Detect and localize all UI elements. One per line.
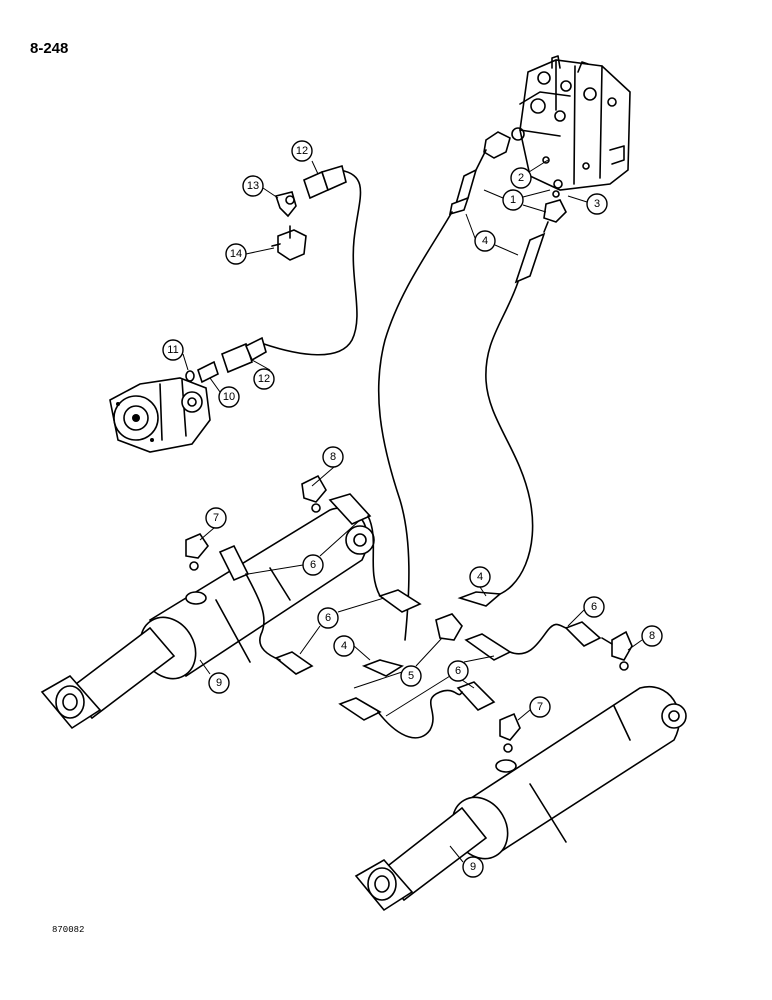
svg-text:6: 6 xyxy=(310,559,316,571)
callout-5: 5 xyxy=(400,665,422,687)
svg-text:9: 9 xyxy=(216,677,222,689)
callout-6: 6 xyxy=(583,596,605,618)
svg-text:2: 2 xyxy=(518,172,524,184)
page-number: 8-248 xyxy=(30,40,69,57)
cross-tee-fitting xyxy=(435,613,463,641)
svg-text:10: 10 xyxy=(223,391,235,403)
svg-text:6: 6 xyxy=(325,612,331,624)
left-cyl-top-elbow xyxy=(301,474,327,513)
callout-9: 9 xyxy=(208,672,230,694)
pump-pressure-hose xyxy=(263,169,362,356)
lift-cylinder-left xyxy=(40,507,375,730)
hose-end-upper xyxy=(303,164,347,200)
callout-10: 10 xyxy=(218,386,240,408)
callout-4: 4 xyxy=(469,566,491,588)
svg-text:11: 11 xyxy=(167,344,178,356)
svg-text:7: 7 xyxy=(537,701,543,713)
leader-lines xyxy=(182,159,643,863)
callout-4: 4 xyxy=(474,230,496,252)
valve-adapter-fitting xyxy=(543,179,567,223)
svg-text:13: 13 xyxy=(247,180,259,192)
control-valve xyxy=(519,55,631,191)
svg-text:7: 7 xyxy=(213,512,219,524)
callout-7: 7 xyxy=(529,696,551,718)
svg-text:4: 4 xyxy=(477,571,483,583)
callout-6: 6 xyxy=(447,660,469,682)
callout-9: 9 xyxy=(462,856,484,878)
cylinder-hoses xyxy=(245,515,613,739)
callout-4: 4 xyxy=(333,635,355,657)
pump-connector-fitting xyxy=(185,336,267,384)
svg-text:4: 4 xyxy=(482,235,488,247)
callout-12: 12 xyxy=(253,368,275,390)
svg-text:12: 12 xyxy=(296,145,308,157)
svg-text:4: 4 xyxy=(341,640,347,652)
left-cyl-elbow-fitting xyxy=(185,533,209,571)
lift-cylinder-right xyxy=(354,685,687,912)
svg-text:12: 12 xyxy=(258,373,270,385)
valve-hose-left xyxy=(377,149,487,641)
valve-hose-right xyxy=(485,221,549,597)
callout-2: 2 xyxy=(510,167,532,189)
svg-text:8: 8 xyxy=(330,451,336,463)
svg-text:8: 8 xyxy=(649,630,655,642)
svg-text:9: 9 xyxy=(470,861,476,873)
right-cyl-lower-elbow xyxy=(499,712,521,753)
callout-14: 14 xyxy=(225,243,247,265)
tee-fitting xyxy=(271,225,307,261)
valve-elbow-fitting xyxy=(483,127,525,159)
callout-11: 11 xyxy=(162,339,184,361)
callout-1: 1 xyxy=(502,189,524,211)
hydraulic-pump xyxy=(109,377,211,453)
figure-code: 870082 xyxy=(52,925,85,935)
callout-6: 6 xyxy=(317,607,339,629)
callout-8: 8 xyxy=(322,446,344,468)
svg-text:5: 5 xyxy=(408,670,414,682)
svg-text:6: 6 xyxy=(455,665,461,677)
callout-3: 3 xyxy=(586,193,608,215)
svg-text:6: 6 xyxy=(591,601,597,613)
callout-6: 6 xyxy=(302,554,324,576)
callout-7: 7 xyxy=(205,507,227,529)
right-cyl-elbow-fitting xyxy=(611,630,633,671)
svg-text:1: 1 xyxy=(510,194,516,206)
callout-12: 12 xyxy=(291,140,313,162)
callout-13: 13 xyxy=(242,175,264,197)
svg-text:14: 14 xyxy=(230,248,242,260)
callout-8: 8 xyxy=(641,625,663,647)
elbow-fitting xyxy=(274,191,297,218)
svg-text:3: 3 xyxy=(594,198,600,210)
